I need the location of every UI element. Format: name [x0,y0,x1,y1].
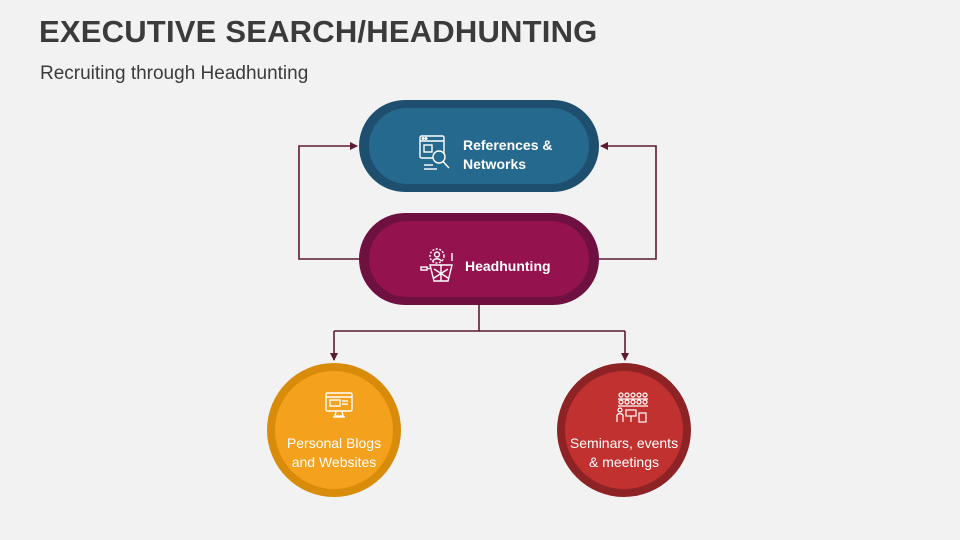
headhunting-label: Headhunting [465,258,551,274]
page-title: EXECUTIVE SEARCH/HEADHUNTING [39,14,598,49]
loop-right-arrow [599,142,657,260]
seminars-events-node: Seminars, events & meetings [557,363,691,497]
web-search-icon [419,135,453,176]
references-networks-node: References & Networks [359,100,599,192]
personal-blogs-label: Personal Blogs and Websites [286,435,382,470]
personal-blogs-node: Personal Blogs and Websites [267,363,401,497]
loop-left-arrow [298,142,359,260]
monitor-website-icon [325,391,355,424]
audience-presenter-icon [615,391,649,428]
references-networks-label: References & Networks [463,137,553,172]
headhunting-net-icon [419,247,455,288]
headhunting-node: Headhunting [359,213,599,305]
page-subtitle: Recruiting through Headhunting [40,63,309,84]
seminars-events-label: Seminars, events & meetings [569,435,679,470]
